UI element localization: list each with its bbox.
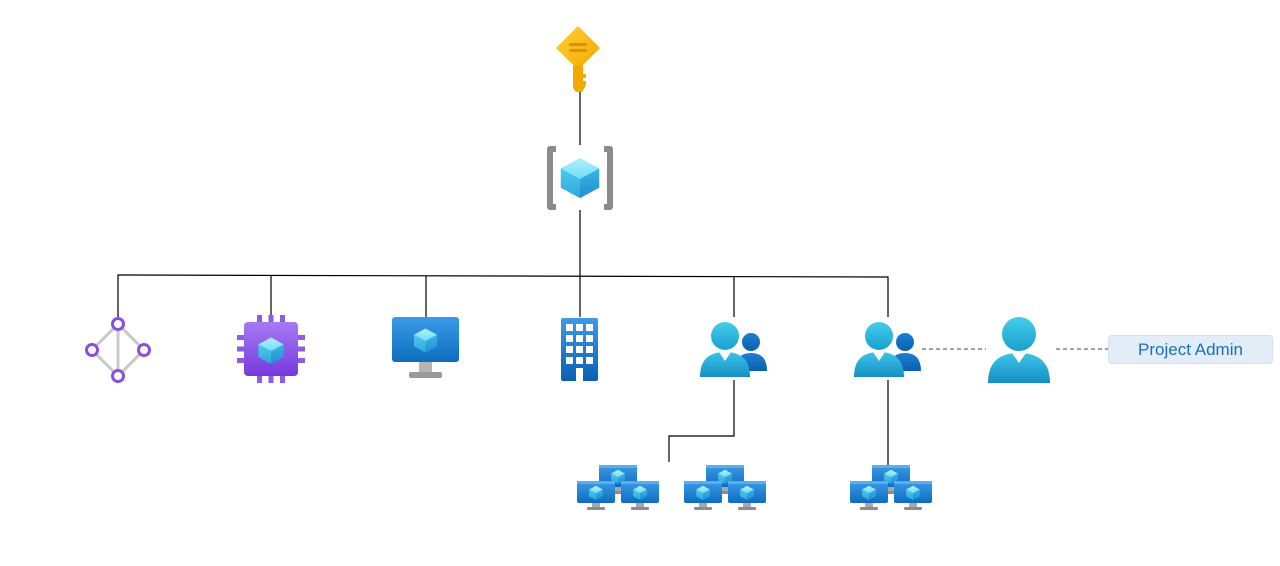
- network-icon: [85, 317, 151, 383]
- processor-icon: [237, 315, 305, 383]
- vm-cluster-icon: [850, 465, 932, 510]
- building-icon: [561, 318, 598, 381]
- virtual-machine-icon: [392, 317, 459, 378]
- vm-cluster-icon: [577, 465, 659, 510]
- connectors: [117, 92, 889, 468]
- key-icon: [556, 26, 600, 92]
- project-admin-label: Project Admin: [1108, 335, 1273, 364]
- resource-group-icon: [547, 146, 613, 210]
- vm-cluster-icon: [684, 465, 766, 510]
- user-group-icon: [700, 322, 767, 377]
- user-icon: [988, 317, 1050, 383]
- user-group-icon: [854, 322, 921, 377]
